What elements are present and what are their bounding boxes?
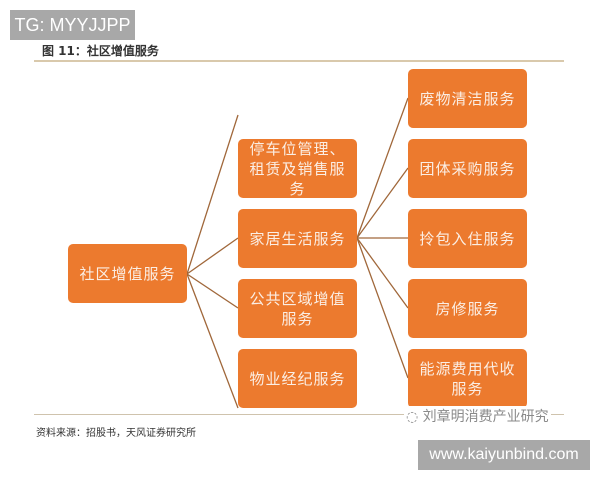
watermark-bottom: www.kaiyunbind.com: [418, 440, 590, 470]
l2-node-label: 停车位管理、租赁及销售服务: [249, 139, 346, 198]
wechat-account-name: 刘章明消费产业研究: [422, 409, 549, 425]
l2-node-home-living: 家居生活服务: [238, 209, 357, 268]
connector-root-l2-3: [186, 273, 239, 309]
wechat-watermark: ◌ 刘章明消费产业研究: [404, 406, 551, 426]
root-node-label: 社区增值服务: [79, 264, 176, 283]
l2-node-brokerage: 物业经纪服务: [238, 349, 357, 408]
l3-node-label: 拎包入住服务: [419, 229, 516, 248]
connector-l2-l3-1: [356, 97, 409, 239]
l3-node-house-repair: 房修服务: [408, 279, 527, 338]
l2-node-label: 公共区域增值服务: [249, 289, 346, 328]
top-divider: [34, 60, 564, 62]
connector-l2-l3-2: [356, 167, 409, 239]
bottom-divider: [34, 414, 564, 415]
connector-l2-l3-4: [356, 237, 409, 309]
connector-root-l2-4: [186, 273, 239, 409]
source-note: 资料来源：招股书，天风证券研究所: [36, 428, 196, 439]
figure-title: 图 11：社区增值服务: [42, 44, 159, 58]
l3-node-waste-cleaning: 废物清洁服务: [408, 69, 527, 128]
l3-node-group-purchase: 团体采购服务: [408, 139, 527, 198]
l2-node-label: 家居生活服务: [249, 229, 346, 248]
l3-node-label: 废物清洁服务: [419, 89, 516, 108]
l3-node-label: 房修服务: [435, 299, 500, 318]
l2-node-parking: 停车位管理、租赁及销售服务: [238, 139, 357, 198]
l2-node-public-area: 公共区域增值服务: [238, 279, 357, 338]
l2-node-label: 物业经纪服务: [249, 369, 346, 388]
l3-node-energy-fee: 能源费用代收服务: [408, 349, 527, 408]
wechat-icon: ◌: [406, 409, 419, 425]
connector-l2-l3-5: [356, 237, 409, 379]
connector-root-l2-1: [186, 114, 239, 275]
l3-node-label: 能源费用代收服务: [419, 359, 516, 398]
l3-node-label: 团体采购服务: [419, 159, 516, 178]
watermark-top: TG: MYYJJPP: [10, 10, 135, 40]
l3-node-move-in: 拎包入住服务: [408, 209, 527, 268]
root-node: 社区增值服务: [68, 244, 187, 303]
connector-root-l2-2: [186, 237, 239, 275]
